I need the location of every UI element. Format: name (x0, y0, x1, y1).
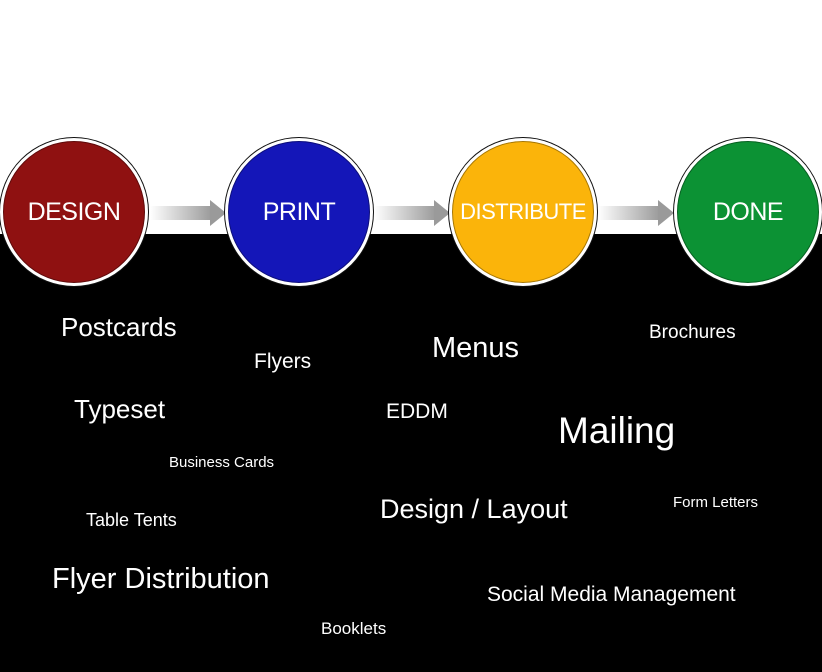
service-flyers: Flyers (254, 350, 312, 373)
service-menus: Menus (432, 332, 520, 364)
step-print-circle: PRINT (225, 138, 373, 286)
step-distribute-circle: DISTRIBUTE (449, 138, 597, 286)
step-label: DESIGN (27, 197, 121, 226)
service-mailing: Mailing (558, 410, 676, 451)
arrow-right-icon (598, 200, 674, 226)
step-done-circle: DONE (674, 138, 822, 286)
service-table-tents: Table Tents (86, 510, 177, 530)
step-label: DONE (712, 197, 784, 226)
service-flyer-distribution: Flyer Distribution (52, 563, 270, 595)
service-form-letters: Form Letters (673, 494, 759, 511)
service-business-cards: Business Cards (169, 454, 275, 471)
service-brochures: Brochures (649, 322, 736, 343)
service-eddm: EDDM (386, 400, 448, 423)
service-booklets: Booklets (321, 619, 387, 638)
step-label: DISTRIBUTE (460, 199, 586, 224)
step-design-circle: DESIGN (0, 138, 148, 286)
arrow-right-icon (374, 200, 450, 226)
divider-strip (0, 228, 822, 234)
step-label: PRINT (262, 197, 336, 226)
service-social-media-management: Social Media Management (487, 583, 736, 606)
service-postcards: Postcards (61, 312, 177, 342)
background-band (0, 232, 822, 672)
arrow-right-icon (150, 200, 226, 226)
service-design-layout: Design / Layout (380, 494, 568, 524)
service-typeset: Typeset (74, 394, 166, 424)
